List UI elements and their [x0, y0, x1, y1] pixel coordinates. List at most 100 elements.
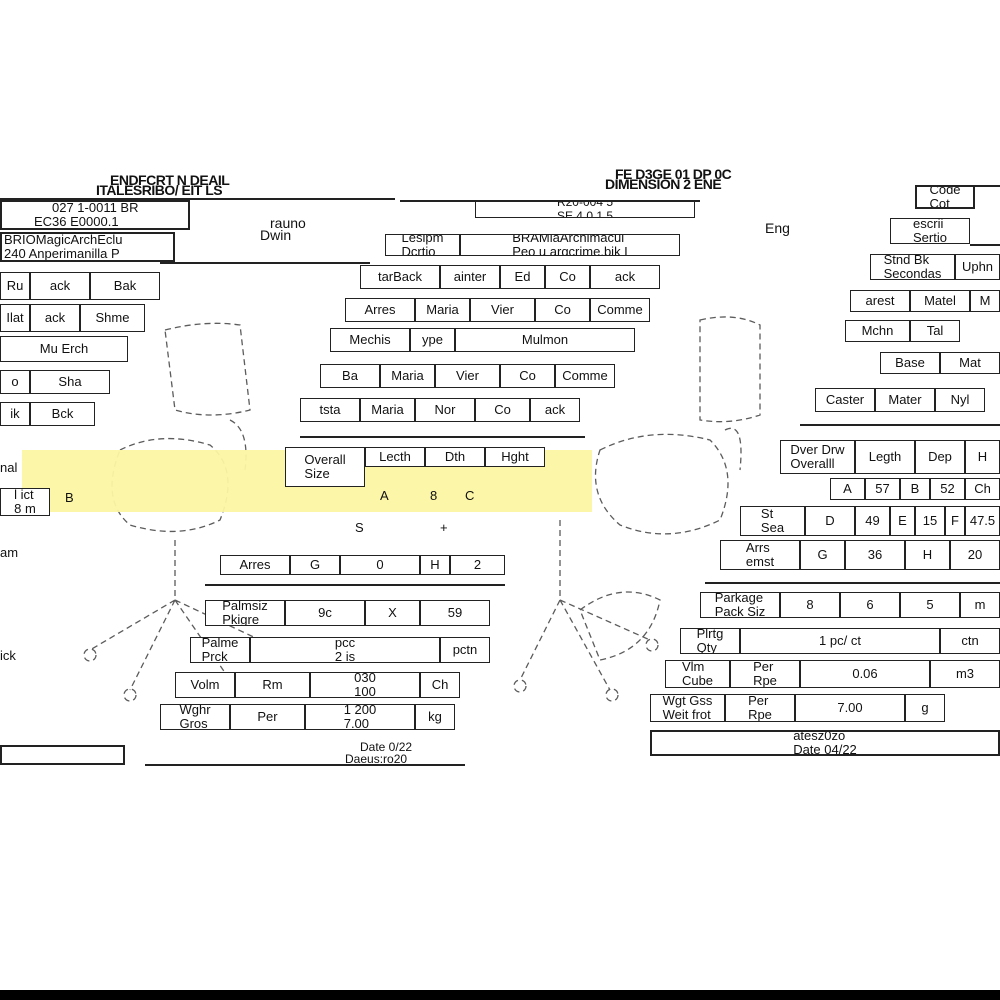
- center-seat-c3: Ed: [500, 265, 545, 289]
- left-row6: nal: [0, 460, 18, 475]
- left-row5-c2: Bck: [30, 402, 95, 426]
- center-mech-label: Mechis: [330, 328, 410, 352]
- center-dims-b: 8: [430, 488, 438, 503]
- bottom-bar: [0, 990, 1000, 1000]
- center-base-c5: Comme: [555, 364, 615, 388]
- left-name-cell: BRIOMagicArchEclu 240 Anperimanilla P: [0, 232, 175, 262]
- right-arms-h: H: [905, 540, 950, 570]
- center-mech-c3: Mulmon: [455, 328, 635, 352]
- right-pack-c5: m: [960, 592, 1000, 618]
- right-dim-a: A: [830, 478, 865, 500]
- right-base-label: Base: [880, 352, 940, 374]
- right-dims-length: Legth: [855, 440, 915, 474]
- right-arms-g-val: 36: [845, 540, 905, 570]
- center-seat-c4: Co: [545, 265, 590, 289]
- right-qty-value: 1 pc/ ct: [740, 628, 940, 654]
- center-top-code: R20-004 5 SE 4 0 1 5: [475, 200, 695, 218]
- right-seat-e-val: 15: [915, 506, 945, 536]
- center-pallet-c3: X: [365, 600, 420, 626]
- center-mech-c2: ype: [410, 328, 455, 352]
- center-armrest-label: Arres: [220, 555, 290, 575]
- left-row2-c1: Ilat: [0, 304, 30, 332]
- left-row9: ick: [0, 648, 16, 663]
- center-seat-c5: ack: [590, 265, 660, 289]
- left-row1-c1: Ru: [0, 272, 30, 300]
- center-qty-unit: pctn: [440, 637, 490, 663]
- drawing-label-1: Dwin: [260, 227, 292, 243]
- right-seat-f: F: [945, 506, 965, 536]
- right-pack-c3: 6: [840, 592, 900, 618]
- right-caster-label: Caster: [815, 388, 875, 412]
- center-arms-label: Arres: [345, 298, 415, 322]
- left-code-cell: 027 1-0011 BR EC36 E0000.1: [0, 200, 190, 230]
- center-armrest-c4: H: [420, 555, 450, 575]
- center-base-c4: Co: [500, 364, 555, 388]
- left-header-line2: ITALESRIBO/ EIT LS: [96, 182, 223, 198]
- center-arms-c4: Co: [535, 298, 590, 322]
- center-seat-label: tarBack: [360, 265, 440, 289]
- right-arms-h-val: 20: [950, 540, 1000, 570]
- left-row2-c3: Shme: [80, 304, 145, 332]
- center-seat-dims-1: S: [355, 520, 364, 535]
- right-dim-c: Ch: [965, 478, 1000, 500]
- right-seat-d-val: 49: [855, 506, 890, 536]
- center-arms-c5: Comme: [590, 298, 650, 322]
- right-pack-c2: 8: [780, 592, 840, 618]
- right-arms-g: G: [800, 540, 845, 570]
- center-base-c2: Maria: [380, 364, 435, 388]
- center-dims-a: A: [380, 488, 389, 503]
- center-caster-c4: Co: [475, 398, 530, 422]
- right-header-line1: FE D3GE 01 DP 0C: [615, 166, 732, 182]
- right-drawing-label: Eng: [765, 220, 790, 236]
- right-header-line2: DIMENSION 2 ENE: [605, 176, 722, 192]
- center-caster-label: tsta: [300, 398, 360, 422]
- right-seat-f-val: 47.5: [965, 506, 1000, 536]
- left-row4-c1: o: [0, 370, 30, 394]
- left-row1-c3: Bak: [90, 272, 160, 300]
- right-pack-c4: 5: [900, 592, 960, 618]
- right-caster-c3: Nyl: [935, 388, 985, 412]
- right-volume-value: 0.06: [800, 660, 930, 688]
- center-armrest-c2: G: [290, 555, 340, 575]
- center-seat-c2: ainter: [440, 265, 500, 289]
- left-row3: Mu Erch: [0, 336, 128, 362]
- right-weight-unit: g: [905, 694, 945, 722]
- left-row1-c2: ack: [30, 272, 90, 300]
- right-mat-label: arest: [850, 290, 910, 312]
- center-base-label: Ba: [320, 364, 380, 388]
- right-qty-unit: ctn: [940, 628, 1000, 654]
- left-row7-c2: B: [65, 490, 74, 505]
- center-volume-per: Rm: [235, 672, 310, 698]
- center-dims-depth: Dth: [425, 447, 485, 467]
- right-dim-a-val: 57: [865, 478, 900, 500]
- center-armrest-c5: 2: [450, 555, 505, 575]
- left-row4-c2: Sha: [30, 370, 110, 394]
- center-caster-c3: Nor: [415, 398, 475, 422]
- center-base-c3: Vier: [435, 364, 500, 388]
- right-base-c2: Mat: [940, 352, 1000, 374]
- right-mech-label: Mchn: [845, 320, 910, 342]
- center-caster-c2: Maria: [360, 398, 415, 422]
- right-dim-b-val: 52: [930, 478, 965, 500]
- right-seat-e: E: [890, 506, 915, 536]
- right-dim-b: B: [900, 478, 930, 500]
- center-volume-label: Volm: [175, 672, 235, 698]
- left-row5-c1: ik: [0, 402, 30, 426]
- right-mech-c2: Tal: [910, 320, 960, 342]
- right-caster-c2: Mater: [875, 388, 935, 412]
